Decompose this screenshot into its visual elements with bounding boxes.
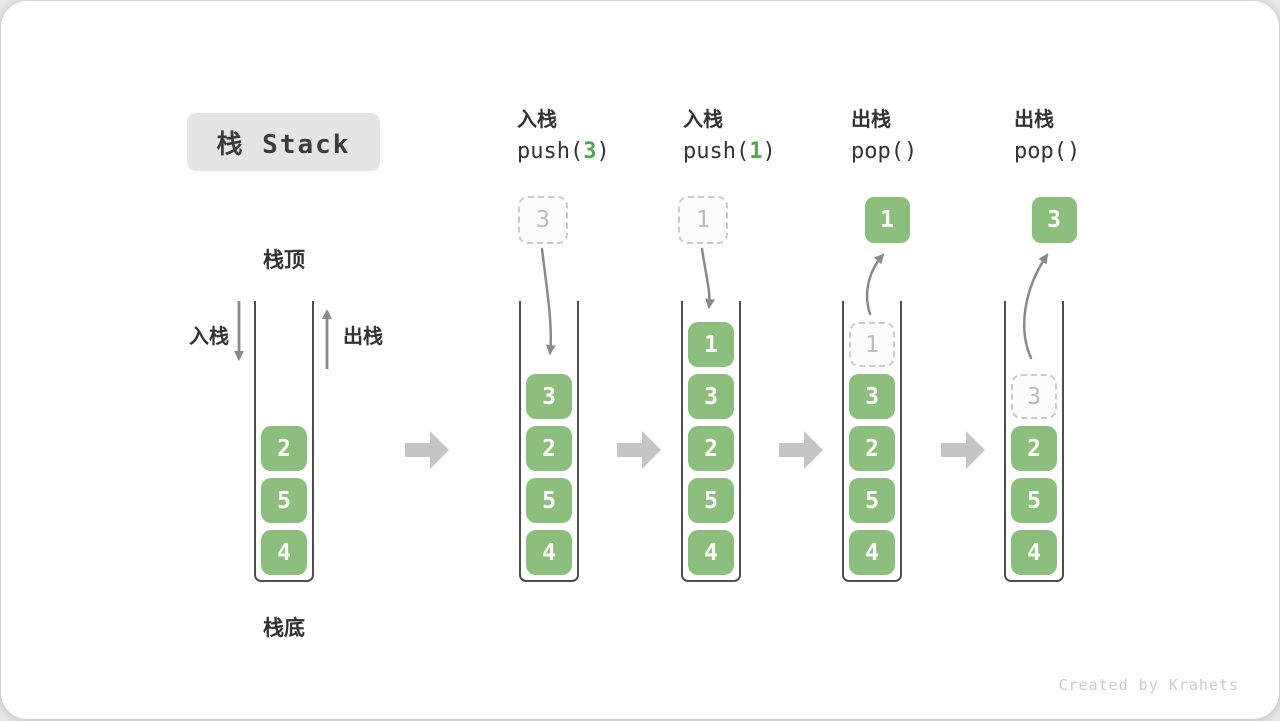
operation-label: 出栈 pop(): [851, 103, 917, 164]
operation-name: 出栈: [851, 107, 891, 131]
stack-cell: 5: [849, 478, 895, 523]
watermark: Created by Krahets: [1058, 676, 1239, 694]
pop-side-label: 出栈: [343, 324, 383, 348]
operation-name: 出栈: [1014, 107, 1054, 131]
operation-code: push(3): [517, 139, 610, 164]
popped-ghost-cell: 1: [849, 322, 895, 367]
popped-value-box: 3: [1031, 197, 1077, 243]
stack-cell: 5: [261, 478, 307, 523]
stack-cell: 2: [261, 426, 307, 471]
incoming-value-box: 1: [678, 196, 728, 244]
operation-code: pop(): [851, 139, 918, 164]
stack-cell: 3: [688, 374, 734, 419]
stack-cell: 2: [1011, 426, 1057, 471]
operation-label: 入栈 push(1): [683, 103, 776, 164]
operation-argument: 3: [583, 139, 597, 164]
popped-value-box: 1: [864, 197, 910, 243]
operation-label: 入栈 push(3): [517, 103, 610, 164]
title-text: 栈 Stack: [216, 129, 351, 160]
operation-name: 入栈: [683, 107, 723, 131]
stack-bottom-label: 栈底: [263, 616, 305, 640]
title-badge: 栈 Stack: [187, 113, 380, 171]
operation-code: push(1): [683, 139, 776, 164]
incoming-value-box: 3: [518, 196, 568, 244]
stack-cell: 3: [526, 374, 572, 419]
stack-cell: 4: [261, 530, 307, 575]
operation-name: 入栈: [517, 107, 557, 131]
stack-cell: 3: [849, 374, 895, 419]
stack-cell: 4: [849, 530, 895, 575]
operation-argument: 1: [749, 139, 763, 164]
popped-ghost-cell: 3: [1011, 374, 1057, 419]
stack-cell: 2: [849, 426, 895, 471]
stack-cell: 2: [688, 426, 734, 471]
stack-cell: 1: [688, 322, 734, 367]
stack-cell: 2: [526, 426, 572, 471]
operation-code: pop(): [1014, 139, 1081, 164]
stack-cell: 4: [526, 530, 572, 575]
stack-cell: 5: [1011, 478, 1057, 523]
stack-top-label: 栈顶: [263, 248, 305, 272]
push-side-label: 入栈: [189, 324, 229, 348]
operation-label: 出栈 pop(): [1014, 103, 1080, 164]
stack-cell: 4: [1011, 530, 1057, 575]
stack-cell: 5: [688, 478, 734, 523]
stack-cell: 4: [688, 530, 734, 575]
stack-cell: 5: [526, 478, 572, 523]
